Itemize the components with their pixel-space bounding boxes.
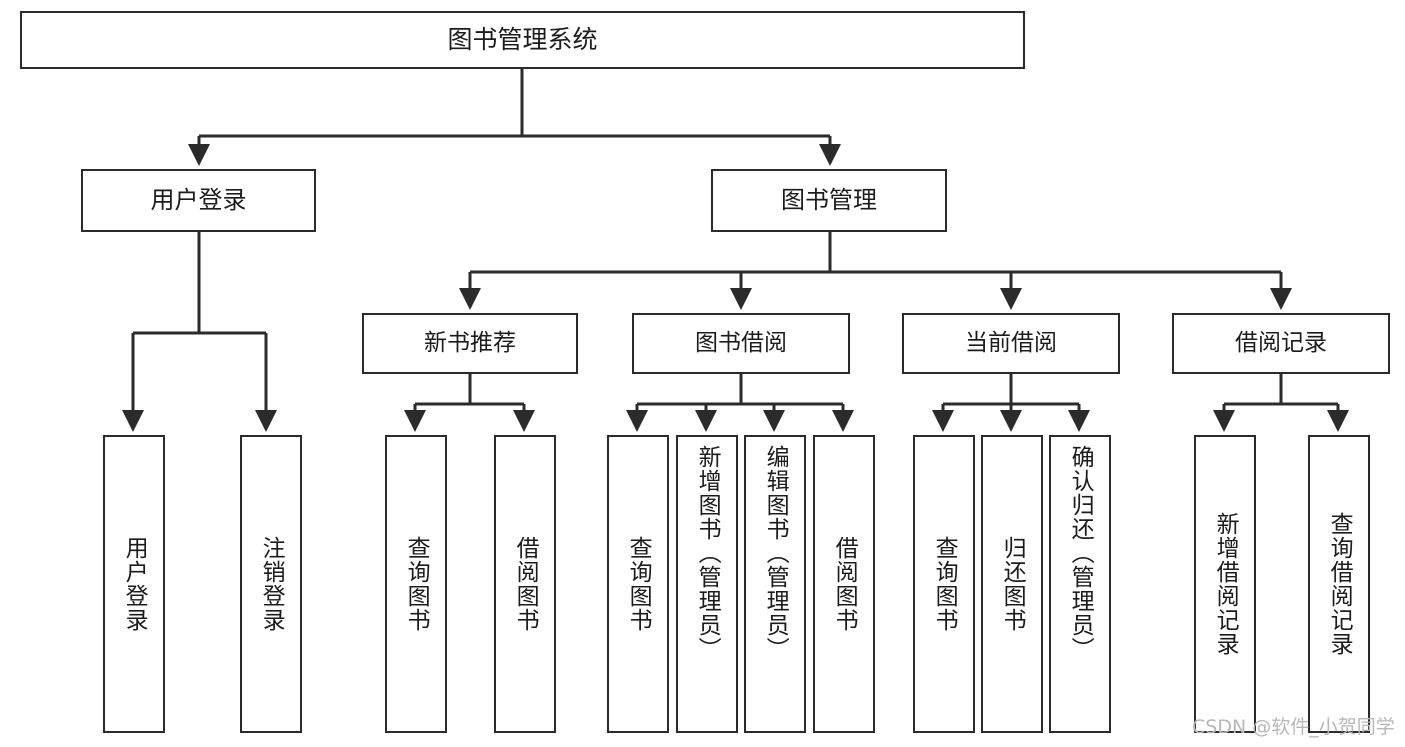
node-label: 图书管理 [781,186,877,215]
leaf-node-query-book-recommendation[interactable]: 查询图书 [385,435,447,733]
node-label: 用户登录 [121,536,148,632]
node-label: 注销登录 [258,536,285,632]
node-label: 查询图书 [625,536,652,632]
leaf-node-query-borrow-record[interactable]: 查询借阅记录 [1308,435,1370,733]
leaf-node-add-book-admin[interactable]: 新增图书（管理员） [676,435,738,733]
node-label: 确认归还（管理员） [1067,445,1094,661]
leaf-node-user-login[interactable]: 用户登录 [103,435,165,733]
node-current-borrowing[interactable]: 当前借阅 [902,313,1120,374]
leaf-node-borrow-book-borrowing[interactable]: 借阅图书 [813,435,875,733]
leaf-node-add-borrow-record[interactable]: 新增借阅记录 [1194,435,1256,733]
leaf-node-logout[interactable]: 注销登录 [240,435,302,733]
node-label: 新增借阅记录 [1212,512,1239,656]
leaf-node-query-book-borrowing[interactable]: 查询图书 [607,435,669,733]
node-new-book-recommendation[interactable]: 新书推荐 [362,313,578,374]
node-label: 归还图书 [999,536,1026,632]
node-user-login[interactable]: 用户登录 [81,169,316,232]
leaf-node-borrow-book-recommendation[interactable]: 借阅图书 [494,435,556,733]
node-label: 当前借阅 [965,329,1057,356]
node-label: 借阅图书 [831,536,858,632]
leaf-node-edit-book-admin[interactable]: 编辑图书（管理员） [744,435,806,733]
node-book-management[interactable]: 图书管理 [711,169,947,232]
node-label: 新增图书（管理员） [694,445,721,661]
node-label: 新书推荐 [424,329,516,356]
node-book-borrowing[interactable]: 图书借阅 [632,313,850,374]
node-label: 查询图书 [931,536,958,632]
node-label: 借阅记录 [1235,329,1327,356]
leaf-node-return-book[interactable]: 归还图书 [981,435,1043,733]
node-label: 用户登录 [150,186,247,215]
leaf-node-confirm-return-admin[interactable]: 确认归还（管理员） [1049,435,1111,733]
node-label: 查询图书 [403,536,430,632]
node-root-book-management-system[interactable]: 图书管理系统 [20,11,1025,69]
leaf-node-query-book-current[interactable]: 查询图书 [913,435,975,733]
node-borrow-records[interactable]: 借阅记录 [1172,313,1390,374]
csdn-watermark: CSDN @软件_小贺同学 [1192,716,1395,738]
node-label: 图书借阅 [695,329,787,356]
node-label: 借阅图书 [512,536,539,632]
node-label: 编辑图书（管理员） [762,445,789,661]
node-label: 图书管理系统 [447,25,598,54]
node-label: 查询借阅记录 [1326,512,1353,656]
